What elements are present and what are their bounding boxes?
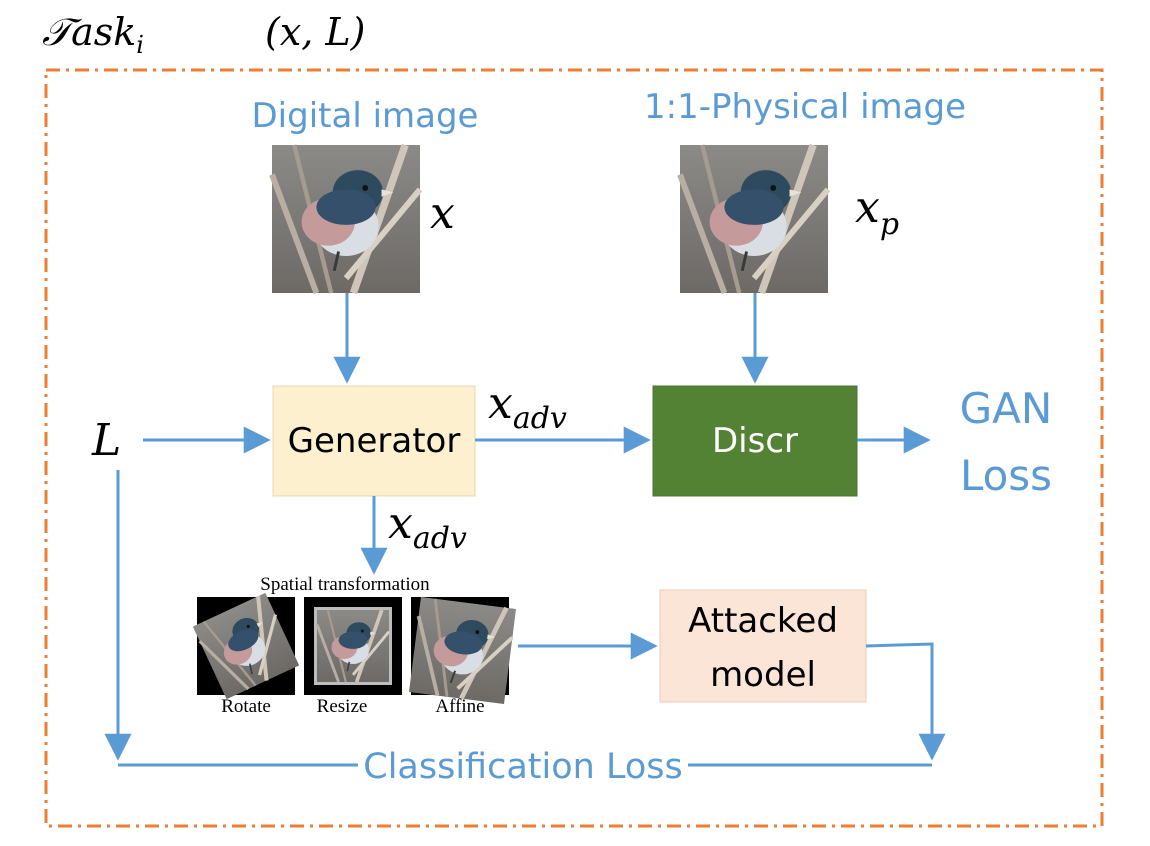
- adv-var-bottom: xadv: [388, 498, 467, 556]
- task-label: 𝒯aski: [42, 10, 144, 59]
- physical-image-var: xp: [855, 182, 899, 242]
- spatial-rotate-image: [193, 593, 299, 699]
- gan-loss-line1: GAN: [960, 384, 1053, 433]
- spatial-label-resize: Resize: [317, 696, 368, 717]
- arrow-attacked-to-loss: [865, 642, 946, 761]
- spatial-resize-image: [304, 597, 402, 695]
- task-tuple: (x, L): [265, 10, 365, 54]
- discriminator-box: [652, 385, 858, 497]
- attacked-model-line1: Attacked: [688, 601, 838, 641]
- generator-label: Generator: [288, 421, 461, 461]
- spatial-label-rotate: Rotate: [221, 696, 271, 717]
- task-frame: [44, 68, 1104, 828]
- physical-image-title: 1:1-Physical image: [644, 87, 966, 127]
- physical-image-thumbnail: [680, 145, 828, 293]
- label-var: L: [91, 415, 121, 466]
- gan-loss-line2: Loss: [960, 451, 1052, 500]
- spatial-title: Spatial transformation: [260, 574, 430, 595]
- discriminator-label: Discr: [712, 421, 798, 461]
- attacked-model-line2: model: [710, 655, 816, 695]
- digital-image-var: x: [430, 188, 455, 239]
- spatial-affine-image: [409, 597, 516, 704]
- classification-loss-label: Classification Loss: [363, 747, 682, 787]
- digital-image-thumbnail: [272, 145, 420, 293]
- generator-box: [272, 385, 476, 497]
- adv-var-top: xadv: [488, 378, 567, 436]
- spatial-label-affine: Affine: [435, 696, 484, 717]
- digital-image-title: Digital image: [252, 96, 479, 136]
- attacked-model-box: [659, 589, 867, 703]
